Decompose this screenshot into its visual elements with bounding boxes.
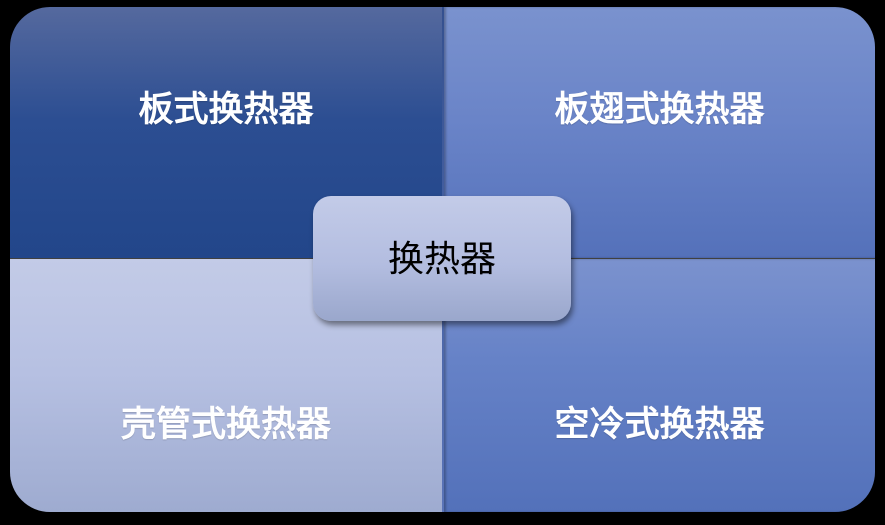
quadrant-plate-heat-exchanger: 板式换热器 bbox=[10, 7, 442, 258]
quadrant-label: 板翅式换热器 bbox=[554, 90, 765, 130]
quadrant-shell-tube-heat-exchanger: 壳管式换热器 bbox=[10, 259, 442, 512]
quadrant-label: 壳管式换热器 bbox=[120, 405, 331, 445]
quadrant-label: 板式换热器 bbox=[138, 90, 314, 130]
quadrant-label: 空冷式换热器 bbox=[554, 405, 765, 445]
center-node-heat-exchanger: 换热器 bbox=[313, 196, 571, 321]
center-label: 换热器 bbox=[387, 238, 496, 280]
